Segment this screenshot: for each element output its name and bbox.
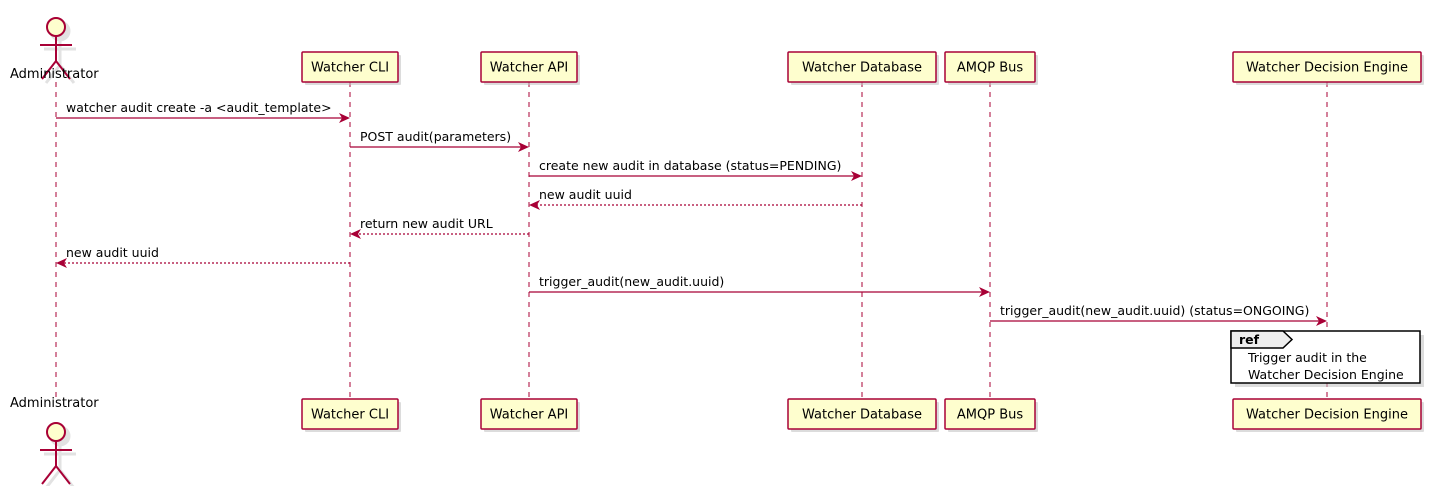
ref-box[interactable] — [1230, 330, 1421, 384]
message-msg-4[interactable]: new audit uuid — [529, 187, 862, 210]
actor-label: Administrator — [10, 67, 99, 82]
participant-label: Watcher Database — [802, 61, 922, 76]
participant-label: Watcher Database — [802, 408, 922, 423]
actor-administrator-top[interactable]: Administrator — [10, 17, 99, 84]
message-arrowhead — [339, 113, 350, 123]
participant-box[interactable] — [301, 398, 399, 430]
message-label: trigger_audit(new_audit.uuid) — [539, 274, 724, 289]
message-label: create new audit in database (status=PEN… — [539, 158, 841, 173]
participant-box[interactable] — [1232, 398, 1422, 430]
actor-leg-right — [55, 60, 71, 80]
message-label: watcher audit create -a <audit_template> — [66, 100, 332, 115]
message-msg-8[interactable]: trigger_audit(new_audit.uuid) (status=ON… — [990, 303, 1327, 326]
message-label: trigger_audit(new_audit.uuid) (status=ON… — [1000, 303, 1309, 318]
participant-watcher-api-bottom[interactable]: Watcher API — [480, 398, 580, 432]
participant-box[interactable] — [480, 398, 578, 430]
message-msg-7[interactable]: trigger_audit(new_audit.uuid) — [529, 274, 990, 297]
message-arrowhead — [56, 258, 67, 268]
actor-head-icon — [46, 422, 66, 442]
message-arrowhead — [350, 229, 361, 239]
message-arrowhead — [1316, 316, 1327, 326]
ref-tab — [1230, 330, 1294, 349]
message-arrowhead — [979, 287, 990, 297]
participant-box[interactable] — [944, 398, 1036, 430]
participant-watcher-decision-engine-bottom[interactable]: Watcher Decision Engine — [1232, 398, 1424, 432]
actor-label: Administrator — [10, 396, 99, 411]
participant-box[interactable] — [787, 51, 937, 83]
message-msg-6[interactable]: new audit uuid — [56, 245, 350, 268]
participant-label: Watcher Decision Engine — [1246, 408, 1408, 423]
participant-label: AMQP Bus — [957, 61, 1023, 76]
ref-body-line: Trigger audit in the — [1247, 350, 1367, 365]
message-arrowhead — [518, 142, 529, 152]
ref-body-line: Watcher Decision Engine — [1248, 367, 1404, 382]
message-label: return new audit URL — [360, 216, 493, 231]
actor-leg-left — [41, 465, 57, 485]
participant-watcher-database-top[interactable]: Watcher Database — [787, 51, 939, 85]
participant-label: Watcher CLI — [311, 408, 389, 423]
participant-amqp-bus-bottom[interactable]: AMQP Bus — [944, 398, 1038, 432]
message-arrowhead — [529, 200, 540, 210]
message-label: new audit uuid — [66, 245, 159, 260]
participant-box[interactable] — [301, 51, 399, 83]
ref-tab-label: ref — [1239, 332, 1260, 347]
participant-box[interactable] — [480, 51, 578, 83]
participant-watcher-decision-engine-top[interactable]: Watcher Decision Engine — [1232, 51, 1424, 85]
participant-box[interactable] — [1232, 51, 1422, 83]
message-msg-3[interactable]: create new audit in database (status=PEN… — [529, 158, 862, 181]
message-arrowhead — [851, 171, 862, 181]
messages-layer: watcher audit create -a <audit_template>… — [56, 100, 1327, 326]
participant-box[interactable] — [944, 51, 1036, 83]
participant-watcher-cli-bottom[interactable]: Watcher CLI — [301, 398, 401, 432]
participant-label: AMQP Bus — [957, 408, 1023, 423]
message-msg-5[interactable]: return new audit URL — [350, 216, 529, 239]
participant-watcher-cli-top[interactable]: Watcher CLI — [301, 51, 401, 85]
actor-administrator-bottom[interactable]: Administrator — [10, 396, 99, 486]
message-msg-2[interactable]: POST audit(parameters) — [350, 129, 529, 152]
actor-leg-left — [41, 60, 57, 80]
participant-box[interactable] — [787, 398, 937, 430]
participant-label: Watcher CLI — [311, 61, 389, 76]
message-msg-1[interactable]: watcher audit create -a <audit_template> — [56, 100, 350, 123]
actor-head-icon — [46, 17, 66, 37]
participant-watcher-api-top[interactable]: Watcher API — [480, 51, 580, 85]
participant-watcher-database-bottom[interactable]: Watcher Database — [787, 398, 939, 432]
participant-amqp-bus-top[interactable]: AMQP Bus — [944, 51, 1038, 85]
lifelines-layer — [55, 82, 1328, 399]
participant-label: Watcher API — [490, 408, 569, 423]
actor-leg-right — [55, 465, 71, 485]
message-label: POST audit(parameters) — [360, 129, 511, 144]
participant-label: Watcher API — [490, 61, 569, 76]
participant-label: Watcher Decision Engine — [1246, 61, 1408, 76]
message-label: new audit uuid — [539, 187, 632, 202]
